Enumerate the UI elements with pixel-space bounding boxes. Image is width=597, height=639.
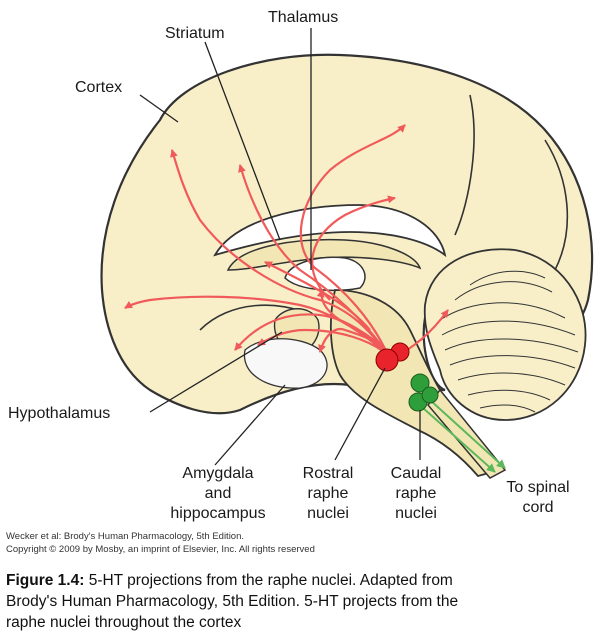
- figure-caption: Figure 1.4: 5-HT projections from the ra…: [6, 570, 597, 633]
- label-amygdala-line1: Amygdala: [182, 465, 253, 482]
- label-caudal-line2: raphe: [396, 485, 437, 502]
- caption-line-2: Brody's Human Pharmacology, 5th Edition.…: [6, 591, 597, 612]
- cerebellum: [425, 249, 586, 420]
- credit-line-2: Copyright © 2009 by Mosby, an imprint of…: [6, 543, 596, 556]
- label-caudal-line1: Caudal: [391, 465, 442, 482]
- brain-diagram: Thalamus Striatum Cortex Hypothalamus Am…: [0, 0, 597, 530]
- label-amygdala-line2: and: [205, 485, 232, 502]
- label-amygdala-line3: hippocampus: [170, 505, 265, 522]
- label-cortex: Cortex: [75, 79, 122, 96]
- label-rostral-line1: Rostral: [303, 465, 354, 482]
- figure-number: Figure 1.4:: [6, 572, 84, 589]
- label-spinal-line2: cord: [522, 499, 553, 516]
- caption-line-1-text: 5-HT projections from the raphe nuclei. …: [84, 572, 452, 589]
- caption-line-3: raphe nuclei throughout the cortex: [6, 612, 597, 633]
- label-hypothalamus: Hypothalamus: [8, 405, 110, 422]
- label-striatum: Striatum: [165, 25, 225, 42]
- label-rostral-line3: nuclei: [307, 505, 349, 522]
- label-rostral-line2: raphe: [308, 485, 349, 502]
- label-spinal-line1: To spinal: [506, 479, 569, 496]
- label-caudal-line3: nuclei: [395, 505, 437, 522]
- caption-line-1: Figure 1.4: 5-HT projections from the ra…: [6, 570, 597, 591]
- copyright-credit: Wecker et al: Brody's Human Pharmacology…: [6, 530, 596, 556]
- credit-line-1: Wecker et al: Brody's Human Pharmacology…: [6, 530, 596, 543]
- label-thalamus: Thalamus: [268, 9, 338, 26]
